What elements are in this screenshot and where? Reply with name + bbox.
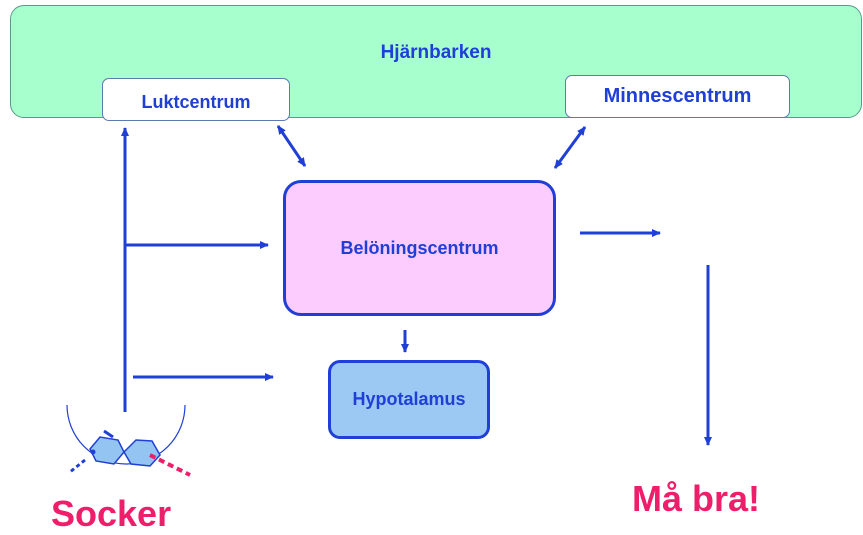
sugar-molecule-icon — [69, 429, 191, 477]
reward-center-label: Belöningscentrum — [340, 237, 499, 258]
reward-center-box: Belöningscentrum — [283, 180, 556, 316]
outcome-label: Må bra! — [632, 478, 761, 519]
cortex-label: Hjärnbarken — [380, 42, 492, 63]
arrow-memory-reward — [553, 126, 587, 169]
hypothalamus-label: Hypotalamus — [352, 389, 466, 409]
receptor-cup-icon — [66, 404, 186, 465]
smell-center-label: Luktcentrum — [141, 92, 251, 112]
memory-center-box: Minnescentrum — [565, 75, 790, 118]
memory-center-label: Minnescentrum — [603, 85, 752, 107]
hypothalamus-box: Hypotalamus — [328, 360, 490, 439]
smell-center-box: Luktcentrum — [102, 78, 290, 121]
socker-label: Socker — [51, 493, 172, 534]
arrow-smell-reward — [276, 125, 307, 167]
